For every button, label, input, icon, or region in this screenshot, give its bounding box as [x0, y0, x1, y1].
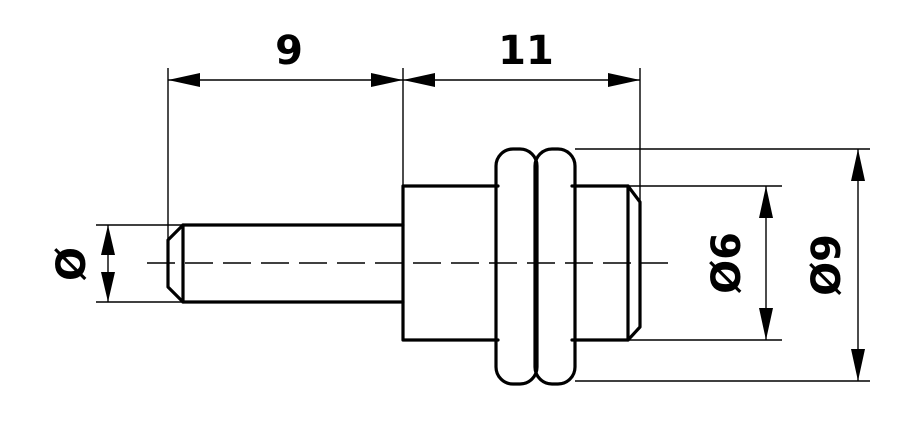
dim-label-pin-length: 9 [275, 28, 303, 74]
dim-body-length: 11 [403, 28, 640, 87]
ring-left [494, 147, 539, 386]
arrowhead [759, 308, 773, 340]
dim-ring-diameter: Ø9 [804, 149, 865, 381]
arrowhead [851, 149, 865, 181]
ring-right [533, 147, 577, 386]
dim-pin-diameter: Ø [49, 225, 115, 302]
arrowhead [168, 73, 200, 87]
neck-outline [570, 184, 642, 342]
dim-label-body-diameter: Ø6 [704, 232, 750, 294]
dim-pin-length: 9 [168, 28, 403, 87]
arrowhead [403, 73, 435, 87]
arrowhead [608, 73, 640, 87]
part-outline [166, 147, 642, 386]
dim-label-body-length: 11 [498, 28, 554, 74]
arrowhead [371, 73, 403, 87]
arrowhead [759, 186, 773, 218]
dim-label-pin-diameter: Ø [49, 247, 95, 281]
arrowhead [101, 225, 115, 255]
arrowhead [851, 349, 865, 381]
dim-label-ring-diameter: Ø9 [804, 234, 850, 296]
extension-lines [96, 68, 870, 382]
arrowhead [101, 272, 115, 302]
dim-body-diameter: Ø6 [704, 186, 773, 340]
